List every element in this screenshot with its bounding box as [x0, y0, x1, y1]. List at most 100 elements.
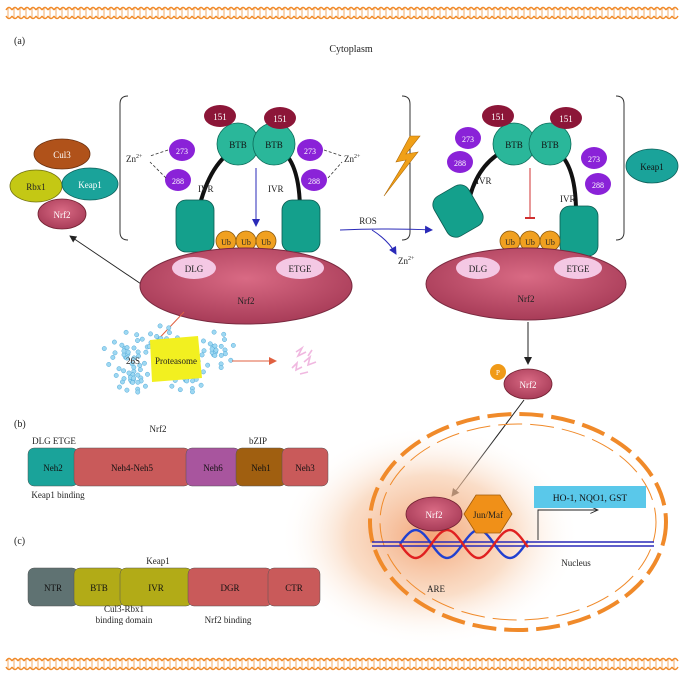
nrf2-binding-caption: Nrf2 binding	[205, 615, 252, 625]
zn-ion-left: Zn2+	[126, 154, 143, 164]
keap1-domain-label: IVR	[148, 583, 164, 593]
dgr-domain-right-a	[432, 184, 484, 238]
proteasome-bead	[135, 349, 141, 355]
nuclear-envelope-inner	[379, 423, 657, 621]
proteasome-26s: 26S Proteasome	[101, 323, 236, 395]
membrane-wave	[5, 6, 679, 11]
keap1-domain-label: CTR	[285, 583, 303, 593]
cys151-right-a	[482, 105, 514, 127]
binding-domain-caption: binding domain	[96, 615, 153, 625]
cys288-right-a	[447, 151, 473, 173]
proteasome-bead	[199, 352, 205, 358]
peptide-fragments-icon	[291, 345, 317, 375]
etge-motif-right	[554, 257, 602, 279]
cys151-left-a	[204, 105, 236, 127]
proteasome-bead	[212, 353, 218, 358]
proteasome-bead	[184, 378, 190, 384]
proteasome-bead	[131, 345, 137, 351]
cys273-label: 273	[304, 147, 316, 156]
keap1-free-label: Keap1	[640, 162, 664, 172]
etge-motif-left	[276, 257, 324, 279]
target-genes-label: HO-1, NQO1, GST	[553, 494, 628, 504]
proteasome-bead	[131, 375, 137, 381]
nrf2-domain-neh3	[281, 447, 329, 487]
proteasome-bead	[106, 362, 112, 367]
cys273-right-a	[455, 127, 481, 149]
nrf2-label-center-left: Nrf2	[238, 296, 255, 306]
membrane-top	[5, 6, 679, 20]
keap1-domain-label: DGR	[220, 583, 239, 593]
panel-c-label: (c)	[14, 536, 25, 547]
proteasome-bead	[135, 379, 141, 385]
keap1-dimer-left: BTB BTB 151 151 273 288 273 288 Zn2+ Zn2…	[119, 95, 411, 325]
proteasome-bead	[110, 355, 116, 360]
nuclear-envelope-outer	[368, 412, 668, 632]
proteasome-bead	[135, 372, 141, 378]
proteasome-bead	[190, 389, 195, 395]
keap1-free	[625, 148, 679, 184]
keap1-domains-title: Keap1	[146, 556, 170, 566]
cys288-left-b	[301, 169, 327, 191]
proteasome-bead	[222, 351, 228, 357]
jun-maf-label: Jun/Maf	[473, 510, 503, 520]
proteasome-bead	[221, 331, 227, 337]
etge-label-right: ETGE	[567, 264, 590, 274]
proteasome-bead	[124, 387, 130, 393]
cys151-label: 151	[273, 114, 287, 124]
cul3-rbx1-caption: Cul3-Rbx1	[104, 604, 144, 614]
nrf2-bound-left	[139, 247, 353, 325]
dlg-etge-label: DLG ETGE	[32, 436, 76, 446]
proteasome-bead	[190, 378, 195, 384]
nrf2-shape-left	[37, 198, 87, 230]
nrf2-domain-label: Neh4-Neh5	[111, 463, 153, 473]
are-dna-helix	[399, 528, 529, 560]
proteasome-bead	[121, 368, 126, 374]
dlg-motif-right	[456, 257, 500, 279]
ub-label: Ub	[525, 238, 535, 247]
cys288-left-a	[165, 169, 191, 191]
phosphate-circle	[490, 364, 506, 380]
ivr-label-right-b: IVR	[560, 194, 576, 204]
phosphate-label: P	[496, 369, 500, 377]
nrf2-domain-label: Neh3	[295, 463, 315, 473]
target-genes-box	[534, 486, 646, 508]
proteasome-bead	[142, 360, 147, 366]
btb-label-1: BTB	[229, 140, 247, 150]
proteasome-bead	[121, 348, 127, 354]
proteasome-bead	[228, 357, 234, 363]
ivr-label-left-a: IVR	[198, 184, 214, 194]
ivr-label-right-a: IVR	[476, 176, 492, 186]
proteasome-bead	[124, 355, 130, 361]
proteasome-bead	[116, 366, 122, 372]
nrf2-label-center-right: Nrf2	[518, 294, 535, 304]
ros-label: ROS	[359, 216, 377, 226]
proteasome-bead	[121, 376, 127, 381]
proteasome-bead	[112, 350, 118, 356]
proteasome-bead	[119, 342, 125, 348]
proteasome-bead	[125, 349, 131, 355]
ub-label: Ub	[505, 238, 515, 247]
btb-label-3: BTB	[505, 140, 523, 150]
panel-b-label: (b)	[14, 419, 26, 430]
proteasome-bead	[135, 389, 141, 395]
ivr-label-left-b: IVR	[268, 184, 284, 194]
proteasome-bead	[198, 382, 204, 388]
proteasome-bead	[201, 348, 207, 354]
dlg-label-left: DLG	[185, 264, 204, 274]
nrf2-free-label: Nrf2	[520, 380, 537, 390]
transcription-arrow	[537, 510, 598, 540]
proteasome-label: Proteasome	[155, 356, 197, 366]
dlg-motif-left	[172, 257, 216, 279]
membrane-wave	[5, 666, 679, 671]
dgr-domain-left-a	[175, 199, 215, 253]
proteasome-bead	[201, 369, 206, 375]
proteasome-bead	[213, 347, 219, 353]
proteasome-bead	[136, 353, 141, 359]
dna-strand-red	[399, 528, 529, 560]
proteasome-bead	[148, 331, 153, 337]
proteasome-bead	[205, 362, 211, 368]
proteasome-bead	[117, 384, 122, 390]
